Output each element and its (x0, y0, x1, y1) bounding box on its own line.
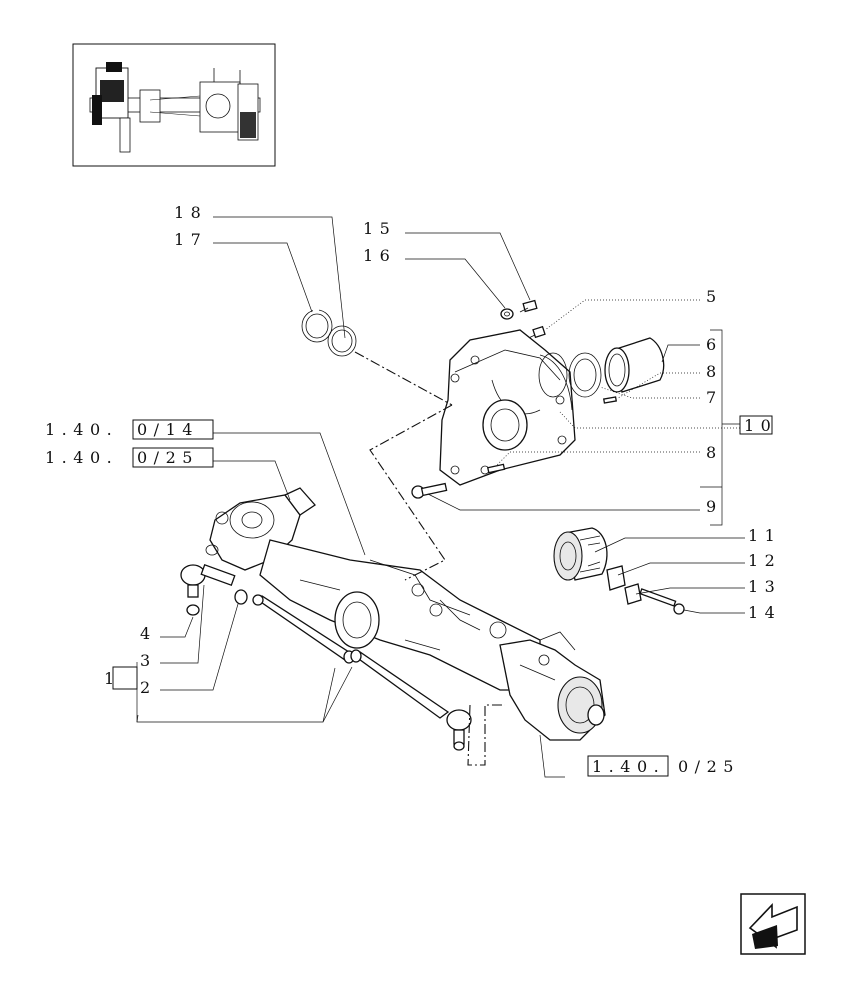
label-4: 4 (140, 624, 157, 643)
part-7-seal-ring (568, 352, 602, 398)
part-16-washer (500, 308, 514, 320)
front-axle-assembly (205, 487, 606, 741)
ref-link-0-25-left[interactable]: 1.40. 0/25 (45, 447, 214, 468)
svg-text:1.40.: 1.40. (45, 448, 118, 467)
svg-text:0/25: 0/25 (137, 448, 199, 467)
label-12: 12 (748, 551, 781, 570)
back-arrow-icon[interactable] (740, 893, 806, 955)
part-8-pin-upper (602, 396, 618, 404)
label-14: 14 (748, 603, 781, 622)
label-6: 6 (706, 335, 723, 354)
svg-text:1.40.: 1.40. (592, 757, 665, 776)
part-9-support-housing (439, 329, 576, 486)
label-13: 13 (748, 577, 781, 596)
part-2-tie-rod-tube (252, 594, 450, 719)
part-15-screw (519, 299, 538, 313)
label-7: 7 (706, 388, 723, 407)
label-17: 17 (174, 230, 207, 249)
part-6-bushing (604, 337, 665, 393)
svg-text:0/25: 0/25 (678, 757, 740, 776)
svg-text:0/14: 0/14 (137, 420, 199, 439)
label-16: 16 (363, 246, 396, 265)
label-5: 5 (706, 287, 723, 306)
label-2: 2 (140, 678, 157, 697)
label-10: 10 (744, 416, 777, 435)
label-18: 18 (174, 203, 207, 222)
part-3-ball-joint-left (180, 563, 236, 598)
part-14-screw (639, 588, 685, 615)
label-10-box (739, 415, 773, 435)
part-8-pin-lower (486, 463, 506, 474)
ref-link-0-14[interactable]: 1.40. 0/14 (45, 419, 214, 440)
label-11: 11 (748, 526, 781, 545)
part-9-bolt (411, 482, 448, 499)
label-15: 15 (363, 219, 396, 238)
part-13-spacer (624, 583, 642, 605)
assembly-thumbnail[interactable] (72, 43, 276, 167)
part-4-nut (186, 604, 200, 616)
part-3-ball-joint-right (446, 709, 472, 751)
part-11-gear (553, 527, 608, 581)
part-3-clamp (234, 589, 248, 605)
label-1: 1 (104, 669, 121, 688)
part-5-screw (519, 325, 546, 343)
label-8-upper: 8 (706, 362, 723, 381)
label-1-box (112, 666, 138, 690)
svg-text:1.40.: 1.40. (45, 420, 118, 439)
housing-flange-ring (538, 352, 568, 398)
label-8-lower: 8 (706, 443, 723, 462)
part-12-plate (606, 565, 626, 591)
label-3: 3 (140, 651, 157, 670)
part-18-ring (327, 325, 357, 357)
ref-link-0-25-right[interactable]: 1.40. 0/25 (587, 755, 740, 777)
part-17-circlip (301, 306, 333, 343)
label-9: 9 (706, 497, 723, 516)
